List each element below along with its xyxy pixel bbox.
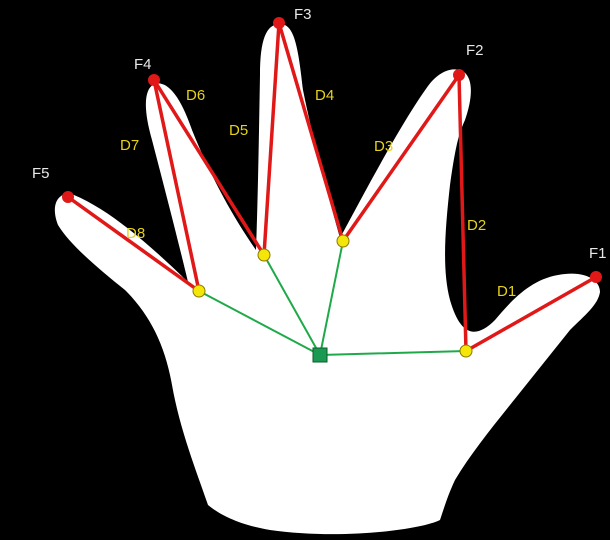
- fingertip-label-f4: F4: [134, 56, 152, 73]
- fingertip-label-f5: F5: [32, 165, 50, 182]
- valley-point-v3: [258, 249, 270, 261]
- distance-label-d8: D8: [126, 225, 145, 242]
- distance-label-d1: D1: [497, 283, 516, 300]
- valley-point-v2: [337, 235, 349, 247]
- fingertip-label-f2: F2: [466, 42, 484, 59]
- distance-label-d4: D4: [315, 87, 334, 104]
- fingertip-point-f3: [273, 17, 285, 29]
- valley-point-v4: [193, 285, 205, 297]
- fingertip-label-f1: F1: [589, 245, 607, 262]
- fingertip-point-f5: [62, 191, 74, 203]
- distance-label-d2: D2: [467, 217, 486, 234]
- distance-label-d5: D5: [229, 122, 248, 139]
- distance-label-d7: D7: [120, 137, 139, 154]
- fingertip-label-f3: F3: [294, 6, 312, 23]
- fingertip-point-f2: [453, 69, 465, 81]
- fingertip-point-f4: [148, 74, 160, 86]
- distance-label-d6: D6: [186, 87, 205, 104]
- palm-centroid-marker: [313, 348, 327, 362]
- valley-point-v1: [460, 345, 472, 357]
- distance-label-d3: D3: [374, 138, 393, 155]
- fingertip-point-f1: [590, 271, 602, 283]
